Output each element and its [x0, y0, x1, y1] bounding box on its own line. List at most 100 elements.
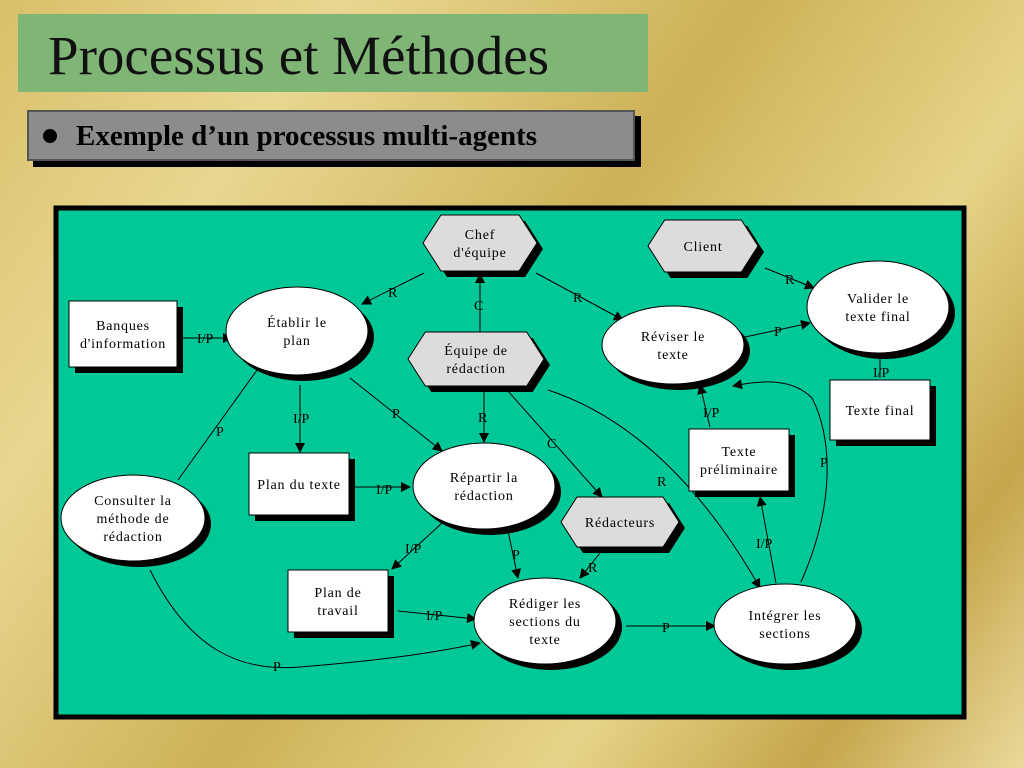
node-valider: Valider le texte final — [806, 260, 955, 359]
node-shape — [688, 428, 790, 492]
edge-etablir-repartir — [349, 377, 443, 452]
edge-chef-etablir — [361, 272, 425, 305]
node-equipe: Équipe de rédaction — [407, 331, 550, 392]
edge-consulter-rediger — [149, 569, 481, 669]
node-label: Texte — [722, 445, 757, 460]
edge-repartir-travail — [391, 522, 443, 570]
node-shape — [713, 583, 857, 665]
node-label: Valider le — [847, 292, 909, 307]
node-label: rédaction — [454, 489, 513, 504]
bullet-box: Exemple d’un processus multi-agents — [27, 110, 635, 161]
node-plan-texte: Plan du texte — [248, 452, 355, 521]
node-shape — [68, 300, 178, 368]
node-repartir: Répartir la rédaction — [412, 442, 561, 535]
edge-labels: R C R R P I/P I/P I/P P R C P I/P P I/P … — [197, 273, 890, 675]
node-label: Rédacteurs — [585, 516, 655, 531]
node-rediger: Rédiger les sections du texte — [473, 577, 622, 670]
node-shape — [225, 286, 369, 376]
label-chef-etablir: R — [388, 286, 398, 301]
node-label: plan — [283, 334, 310, 349]
node-label: texte — [529, 633, 560, 648]
title-banner: Processus et Méthodes — [18, 14, 648, 92]
label-equipe-chef: C — [474, 299, 483, 314]
node-shape — [60, 474, 206, 562]
node-label: sections du — [509, 615, 580, 630]
node-label: méthode de — [97, 512, 170, 527]
node-label: Chef — [465, 228, 495, 243]
node-shape — [560, 496, 680, 548]
node-label: d'information — [80, 337, 166, 352]
label-integrer-reviser: P — [820, 456, 828, 471]
edge-client-valider — [764, 267, 815, 290]
edge-chef-reviser — [535, 272, 624, 321]
edge-prelim-reviser — [697, 384, 711, 428]
node-shape — [422, 214, 538, 272]
node-redacteurs: Rédacteurs — [560, 496, 685, 553]
bullet-text: Exemple d’un processus multi-agents — [76, 120, 538, 152]
edge-integrer-prelim — [756, 496, 777, 584]
node-label: Plan du texte — [257, 478, 341, 493]
edge-repartir-rediger — [507, 530, 522, 579]
label-valider-final: I/P — [873, 366, 890, 381]
label-equipe-repartir: R — [478, 411, 488, 426]
label-etablir-repartir: P — [392, 407, 400, 422]
node-label: Équipe de — [444, 342, 508, 359]
label-banques-etablir: I/P — [197, 332, 214, 347]
node-label: rédaction — [446, 362, 505, 377]
node-label: Texte final — [846, 404, 915, 419]
label-rediger-integrer: P — [662, 621, 670, 636]
node-shape — [412, 442, 556, 530]
label-travail-rediger: I/P — [426, 609, 443, 624]
label-etablir-plan: I/P — [293, 412, 310, 427]
page-title: Processus et Méthodes — [48, 25, 550, 86]
node-shape — [647, 219, 759, 273]
label-redacteurs-rediger: R — [588, 561, 598, 576]
node-integrer: Intégrer les sections — [713, 583, 862, 670]
bullet-dot-icon — [43, 129, 57, 143]
label-repartir-rediger: P — [512, 548, 520, 563]
node-label: rédaction — [103, 530, 162, 545]
node-texte-final: Texte final — [829, 379, 936, 446]
node-label: Rédiger les — [509, 597, 581, 612]
node-etablir: Établir le plan — [225, 286, 374, 381]
node-shape — [601, 305, 745, 385]
node-shape — [248, 452, 350, 516]
node-label: Plan de — [314, 586, 361, 601]
label-consulter-rediger: P — [273, 660, 281, 675]
label-plan-repartir: I/P — [376, 483, 393, 498]
node-shape — [287, 569, 389, 633]
node-shape — [806, 260, 950, 354]
node-client: Client — [647, 219, 764, 278]
node-label: texte — [657, 348, 688, 363]
node-label: sections — [759, 627, 811, 642]
node-label: texte final — [845, 310, 910, 325]
node-label: préliminaire — [700, 463, 778, 478]
node-label: Intégrer les — [749, 609, 822, 624]
label-chef-reviser: R — [573, 291, 583, 306]
node-label: Consulter la — [94, 494, 172, 509]
node-label: Répartir la — [450, 471, 518, 486]
node-label: Établir le — [267, 314, 327, 331]
edge-consulter-etablir — [177, 351, 271, 481]
edge-equipe-integrer — [547, 389, 761, 589]
label-integrer-prelim: I/P — [756, 537, 773, 552]
edge-reviser-valider — [744, 320, 811, 338]
label-repartir-travail: I/P — [405, 542, 422, 557]
label-equipe-redacteurs: C — [547, 437, 556, 452]
node-label: Client — [683, 240, 722, 255]
label-consulter-etablir: P — [216, 425, 224, 440]
edge-integrer-reviser — [732, 379, 828, 583]
node-shape — [473, 577, 617, 665]
node-shape — [407, 331, 545, 387]
node-texte-prelim: Texte préliminaire — [688, 428, 795, 497]
node-consulter: Consulter la méthode de rédaction — [60, 474, 211, 567]
edge-travail-rediger — [397, 610, 477, 624]
label-client-valider: R — [785, 273, 795, 288]
edges — [149, 267, 881, 669]
